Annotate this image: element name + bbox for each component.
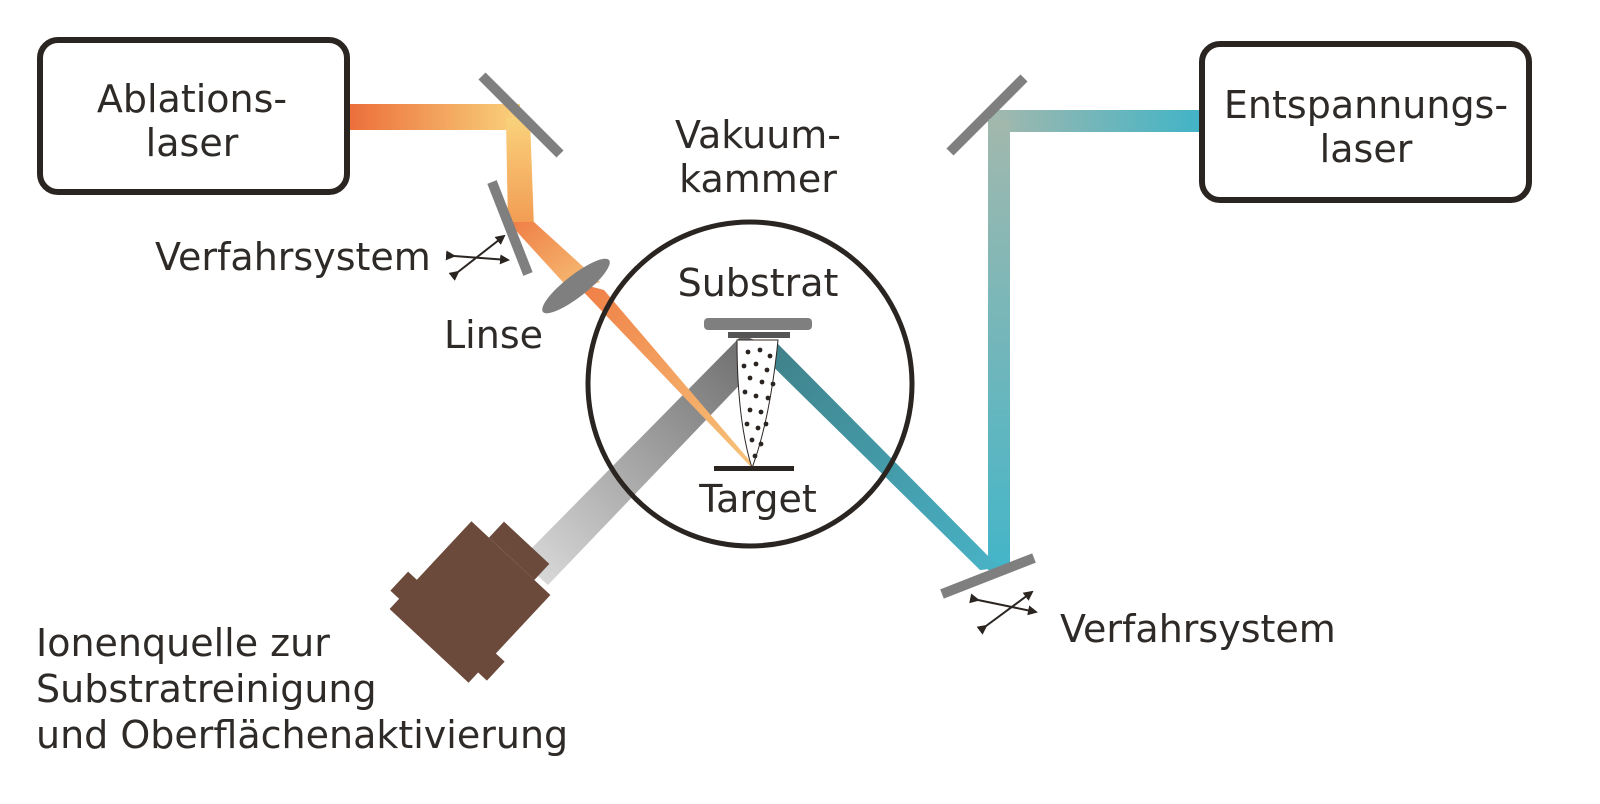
substrate-holder bbox=[704, 318, 812, 330]
positioner-right-label: Verfahrsystem bbox=[1060, 607, 1336, 651]
substrate-label: Substrat bbox=[678, 261, 839, 305]
lens-icon bbox=[542, 258, 610, 314]
vacuum-chamber bbox=[585, 219, 915, 549]
positioner-left-label: Verfahrsystem bbox=[155, 235, 431, 279]
ablation-laser-label-2: laser bbox=[146, 121, 239, 165]
relax-beam-vertical bbox=[988, 120, 1010, 570]
ion-beam bbox=[520, 335, 775, 585]
ablation-beam-horizontal bbox=[348, 104, 520, 130]
ablation-mirror-positioner bbox=[487, 180, 533, 276]
ion-source-label-1: Ionenquelle zur bbox=[36, 621, 330, 665]
positioner-left-arrows-icon bbox=[445, 234, 510, 281]
ablation-laser-box bbox=[37, 37, 350, 195]
relax-laser-box bbox=[1199, 41, 1532, 203]
positioner-right-arrows-icon bbox=[969, 590, 1038, 635]
ion-source-label-2: Substratreinigung bbox=[36, 667, 377, 711]
relax-beam-top bbox=[990, 110, 1205, 132]
relax-mirror-top bbox=[946, 74, 1028, 156]
plasma-plume bbox=[736, 339, 779, 470]
ablation-beam-vertical bbox=[506, 118, 534, 228]
ion-source-label-3: und Oberflächenaktivierung bbox=[36, 713, 568, 757]
lens-label: Linse bbox=[444, 313, 543, 357]
target-label: Target bbox=[698, 477, 817, 521]
target-plate bbox=[714, 466, 794, 471]
relax-beam-diagonal bbox=[748, 342, 1000, 570]
ablation-beam-focused bbox=[574, 282, 756, 468]
relax-laser-label-1: Entspannungs- bbox=[1224, 83, 1508, 127]
vacuum-label-1: Vakuum- bbox=[675, 113, 841, 157]
ion-source bbox=[389, 521, 551, 683]
relax-laser-label-2: laser bbox=[1320, 127, 1413, 171]
ablation-laser-label-1: Ablations- bbox=[97, 77, 287, 121]
substrate bbox=[728, 332, 790, 338]
vacuum-label-2: kammer bbox=[679, 157, 837, 201]
relax-mirror-bottom bbox=[940, 553, 1036, 599]
ablation-mirror-top bbox=[478, 72, 564, 158]
